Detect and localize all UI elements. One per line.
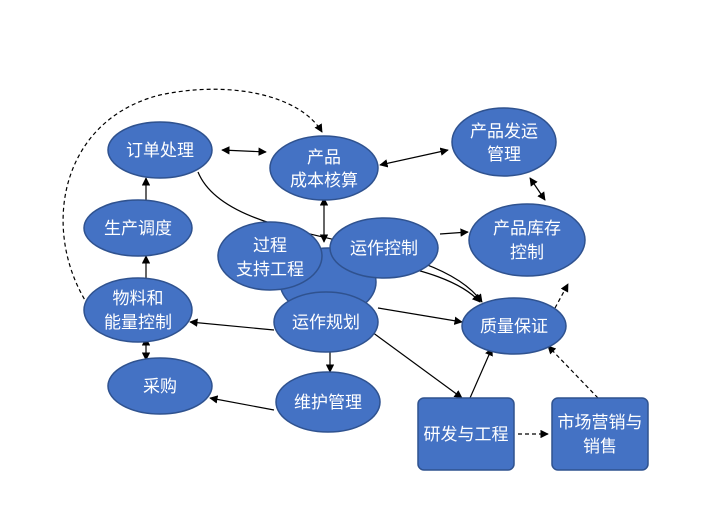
node-order-processing[interactable]: 订单处理	[107, 121, 213, 179]
node-product-cost[interactable]: 产品 成本核算	[269, 135, 379, 201]
node-maintenance-label: 维护管理	[294, 393, 362, 413]
node-product-inventory-label-2: 控制	[510, 243, 544, 263]
edge-material-to-cost-dashed	[62, 88, 323, 306]
edge-planning-rnd	[371, 331, 463, 399]
node-purchasing[interactable]: 采购	[107, 357, 213, 415]
node-marketing-sales-label-2: 销售	[583, 437, 617, 457]
node-material-energy-control-label-2: 能量控制	[104, 313, 172, 333]
node-quality-assurance[interactable]: 质量保证	[461, 297, 567, 355]
node-operations-control[interactable]: 运作控制	[329, 217, 439, 279]
node-product-shipping[interactable]: 产品发运 管理	[451, 107, 557, 177]
node-product-inventory-label-1: 产品库存	[493, 219, 561, 239]
node-product-shipping-label-1: 产品发运	[470, 122, 538, 142]
node-quality-assurance-label: 质量保证	[480, 317, 548, 337]
node-marketing-sales[interactable]: 市场营销与 销售	[551, 397, 649, 471]
edge-planning-material	[189, 318, 275, 331]
node-production-scheduling[interactable]: 生产调度	[83, 199, 193, 257]
node-product-inventory[interactable]: 产品库存 控制	[468, 203, 586, 277]
node-product-cost-label-1: 产品	[307, 148, 341, 168]
node-maintenance[interactable]: 维护管理	[275, 371, 381, 433]
edge-opscontrol-inventory	[439, 228, 469, 237]
edge-quality-inventory	[554, 283, 569, 309]
node-rnd-engineering-label: 研发与工程	[424, 425, 509, 445]
node-order-processing-label: 订单处理	[126, 141, 194, 161]
edge-marketing-quality	[547, 345, 599, 399]
edges	[62, 88, 599, 439]
edge-planning-quality	[377, 307, 463, 325]
edge-rnd-quality	[469, 347, 493, 399]
edge-maintenance-purchasing	[209, 395, 275, 411]
node-material-energy-control[interactable]: 物料和 能量控制	[83, 277, 193, 343]
node-process-engineering-label-1: 过程	[253, 236, 287, 256]
node-marketing-sales-label-1: 市场营销与	[558, 413, 643, 433]
node-operations-planning-label: 运作规划	[292, 313, 360, 333]
edge-shipping-inventory	[529, 177, 546, 201]
node-production-scheduling-label: 生产调度	[104, 219, 172, 239]
node-product-shipping-label-2: 管理	[487, 145, 521, 165]
node-operations-planning[interactable]: 运作规划	[273, 291, 379, 353]
node-operations-control-label: 运作控制	[350, 239, 418, 259]
node-product-cost-label-2: 成本核算	[290, 171, 358, 191]
node-purchasing-label: 采购	[143, 377, 177, 397]
node-material-energy-control-label-1: 物料和	[113, 289, 164, 309]
node-process-engineering-label-2: 支持工程	[236, 260, 304, 280]
edge-cost-shipping	[379, 147, 449, 168]
node-rnd-engineering[interactable]: 研发与工程	[417, 397, 515, 471]
node-process-engineering[interactable]: 过程 支持工程	[217, 221, 323, 291]
edge-order-cost	[221, 146, 267, 156]
